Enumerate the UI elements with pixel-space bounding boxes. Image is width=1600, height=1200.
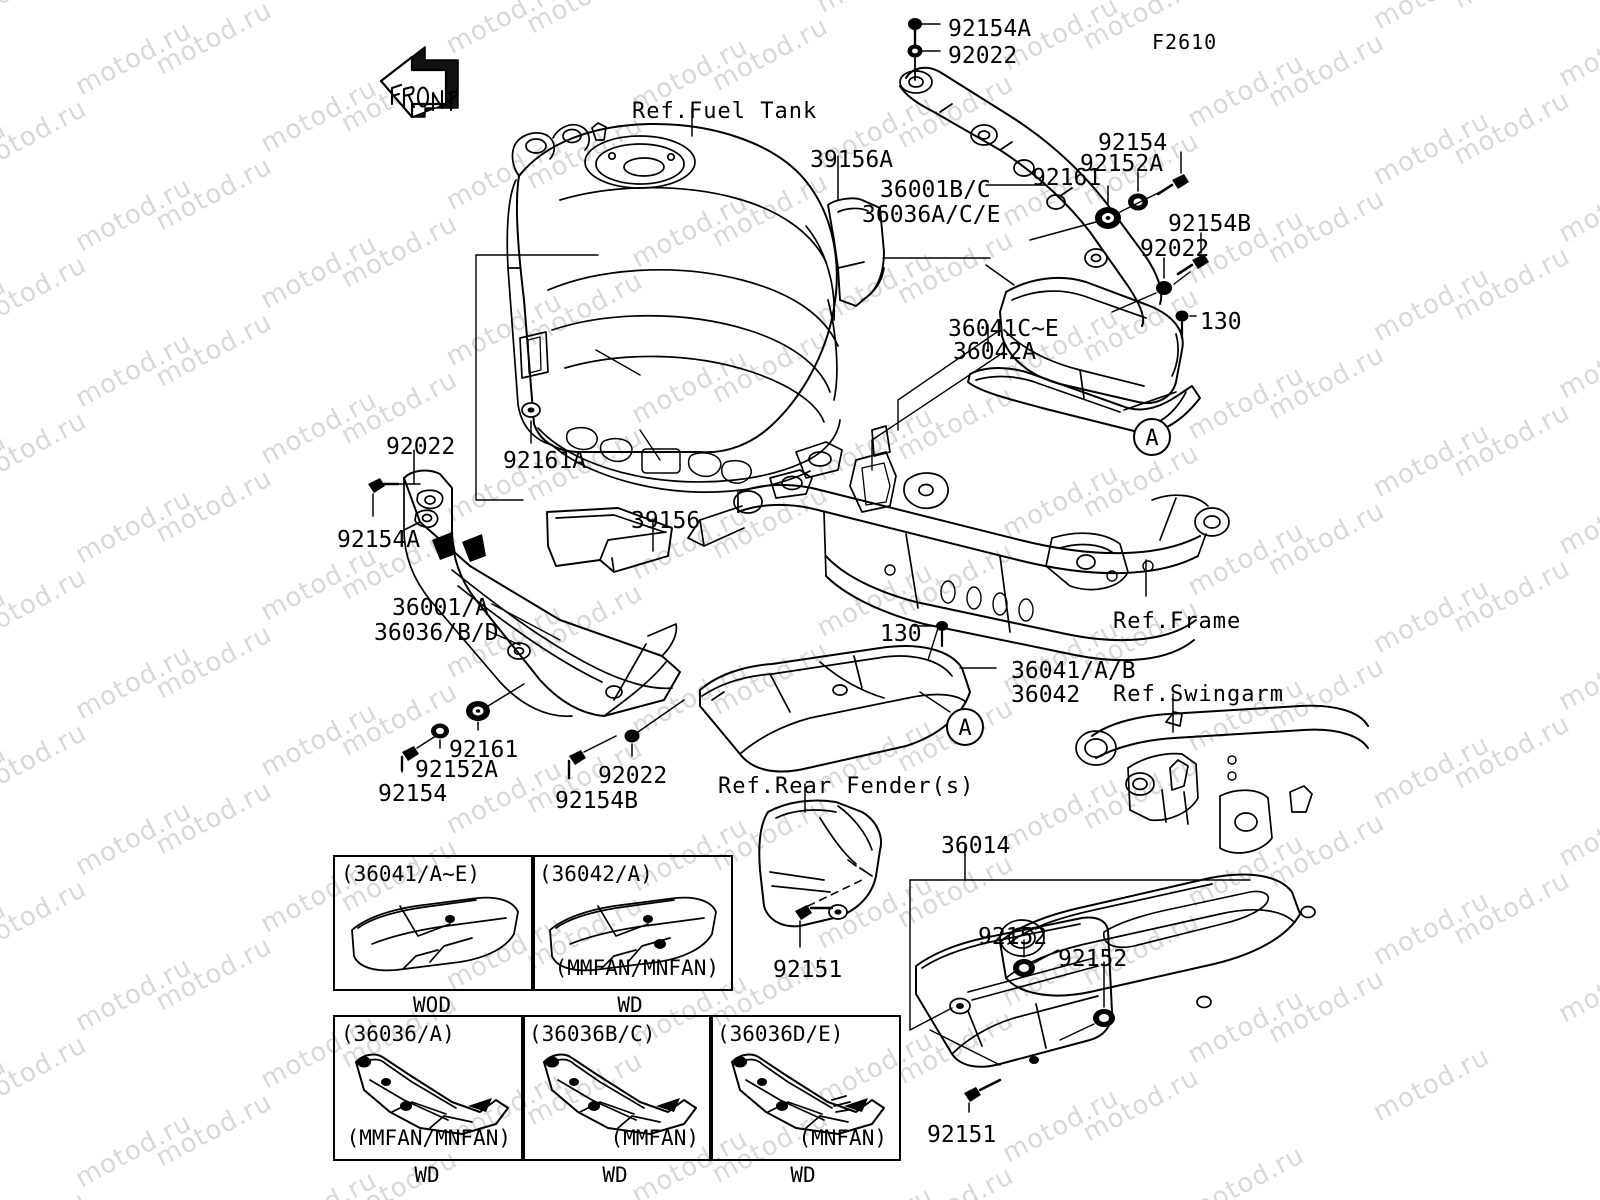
- inset-title-i1: (36041/A~E): [341, 862, 481, 886]
- inset-sketch-36036a: [355, 1053, 509, 1135]
- fastener-92154b-bottom: [567, 735, 617, 780]
- callout-c07: 92154: [1098, 130, 1168, 156]
- grommet-92161a: [521, 402, 541, 418]
- inset-title-i2: (36042/A): [539, 862, 653, 886]
- callout-c32: 36014: [941, 833, 1011, 859]
- callout-c22: Ref.Frame: [1113, 609, 1242, 634]
- fastener-92161-bottom: [466, 683, 525, 731]
- callout-c16: 92161A: [503, 448, 587, 474]
- inset-caption-i3: WD: [414, 1163, 440, 1187]
- front-arrow-icon: [379, 46, 459, 119]
- callout-c19: 36001/A: [392, 595, 489, 621]
- fastener-92022-top: [907, 44, 941, 81]
- callout-c26: 92161: [449, 737, 519, 763]
- callout-c33: 92152: [978, 924, 1048, 950]
- inset-box-i1: [333, 855, 535, 991]
- inset-box-i2: [531, 855, 733, 991]
- inset-box-i4: [521, 1015, 713, 1161]
- part-36001a: [403, 469, 681, 718]
- callout-c25: Ref.Swingarm: [1113, 682, 1284, 707]
- callout-c20: 36036/B/D: [374, 620, 499, 646]
- fastener-92152-b: [1059, 961, 1115, 1041]
- callout-c13: 36041C~E: [948, 316, 1059, 342]
- fastener-92022-bottom: [624, 699, 685, 757]
- fastener-92152a-bottom: [431, 723, 449, 749]
- inset-sketch-36041: [351, 896, 519, 972]
- callout-c18: 39156: [631, 508, 701, 534]
- callout-c06: 36036A/C/E: [862, 202, 1001, 228]
- fastener-130-frame: [913, 621, 948, 648]
- fastener-92022-right: [1111, 257, 1172, 313]
- inset-title-i5: (36036D/E): [717, 1022, 844, 1046]
- callout-c24: 36042: [1011, 682, 1081, 708]
- sheet-code: F2610: [1152, 30, 1218, 54]
- callout-c36: 92151: [927, 1122, 997, 1148]
- fastener-92151-fender: [795, 905, 834, 948]
- fastener-130-right: [1175, 310, 1197, 340]
- callout-c11: 92022: [1140, 236, 1210, 262]
- callout-c08: 92152A: [1080, 151, 1164, 177]
- inset-sketch-36036de: [731, 1053, 885, 1135]
- callout-c03: Ref.Fuel Tank: [632, 99, 818, 124]
- callout-c17: 92154A: [337, 527, 421, 553]
- callout-c23: 36041/A/B: [1011, 658, 1136, 684]
- part-39156a: [827, 197, 885, 307]
- part-swingarm: [999, 704, 1369, 1009]
- rear-subframe: [899, 66, 1163, 327]
- callout-c09: 92161: [1032, 165, 1102, 191]
- callout-c29: 92022: [598, 763, 668, 789]
- inset-caption-i4: WD: [602, 1163, 628, 1187]
- inset-title-i4: (36036B/C): [529, 1022, 656, 1046]
- fastener-92154-bottom: [400, 731, 443, 773]
- callout-c05: 36001B/C: [880, 177, 991, 203]
- inset-variant-i3: (MMFAN/MNFAN): [346, 1126, 511, 1150]
- callout-c30: 92154B: [555, 788, 639, 814]
- inset-variant-i4: (MMFAN): [610, 1126, 699, 1150]
- inset-box-i5: [709, 1015, 901, 1161]
- inset-box-i3: [333, 1015, 525, 1161]
- callout-c10: 92154B: [1168, 211, 1252, 237]
- callout-c34: 92152: [1058, 946, 1128, 972]
- inset-variant-i5: (MNFAN): [798, 1126, 887, 1150]
- fastener-92151-guard: [964, 1078, 1002, 1113]
- part-36014: [915, 916, 1113, 1068]
- fastener-92152a-right: [1128, 171, 1148, 211]
- callout-c27: 92152A: [415, 757, 499, 783]
- inset-variant-i2: (MMFAN/MNFAN): [554, 956, 719, 980]
- callout-c14: 36042A: [953, 339, 1037, 365]
- callout-c35: 92151: [773, 957, 843, 983]
- callout-c21: 130: [880, 621, 922, 647]
- inset-caption-i1: WOD: [413, 993, 451, 1017]
- inset-caption-i2: WD: [617, 993, 643, 1017]
- part-39156: [546, 507, 673, 573]
- callout-c04: 39156A: [810, 147, 894, 173]
- inset-caption-i5: WD: [790, 1163, 816, 1187]
- fastener-92154b-right: [1176, 232, 1209, 276]
- part-36001bc: [967, 276, 1201, 434]
- callout-c01: 92154A: [948, 16, 1032, 42]
- part-36041ab: [699, 645, 971, 773]
- callout-c31: Ref.Rear Fender(s): [718, 774, 975, 799]
- fastener-92154a-left: [368, 478, 400, 517]
- callout-c12: 130: [1200, 309, 1242, 335]
- fastener-92161-right: [1029, 185, 1121, 241]
- inset-title-i3: (36036/A): [341, 1022, 455, 1046]
- callout-c28: 92154: [378, 781, 448, 807]
- inset-sketch-36036bc: [543, 1053, 697, 1135]
- fastener-92152-a: [1013, 939, 1059, 977]
- fuel-tank-part: [506, 122, 843, 499]
- callout-c02: 92022: [948, 43, 1018, 69]
- callout-c15: 92022: [386, 434, 456, 460]
- inset-sketch-36042: [549, 896, 717, 972]
- part-frame: [687, 425, 1230, 662]
